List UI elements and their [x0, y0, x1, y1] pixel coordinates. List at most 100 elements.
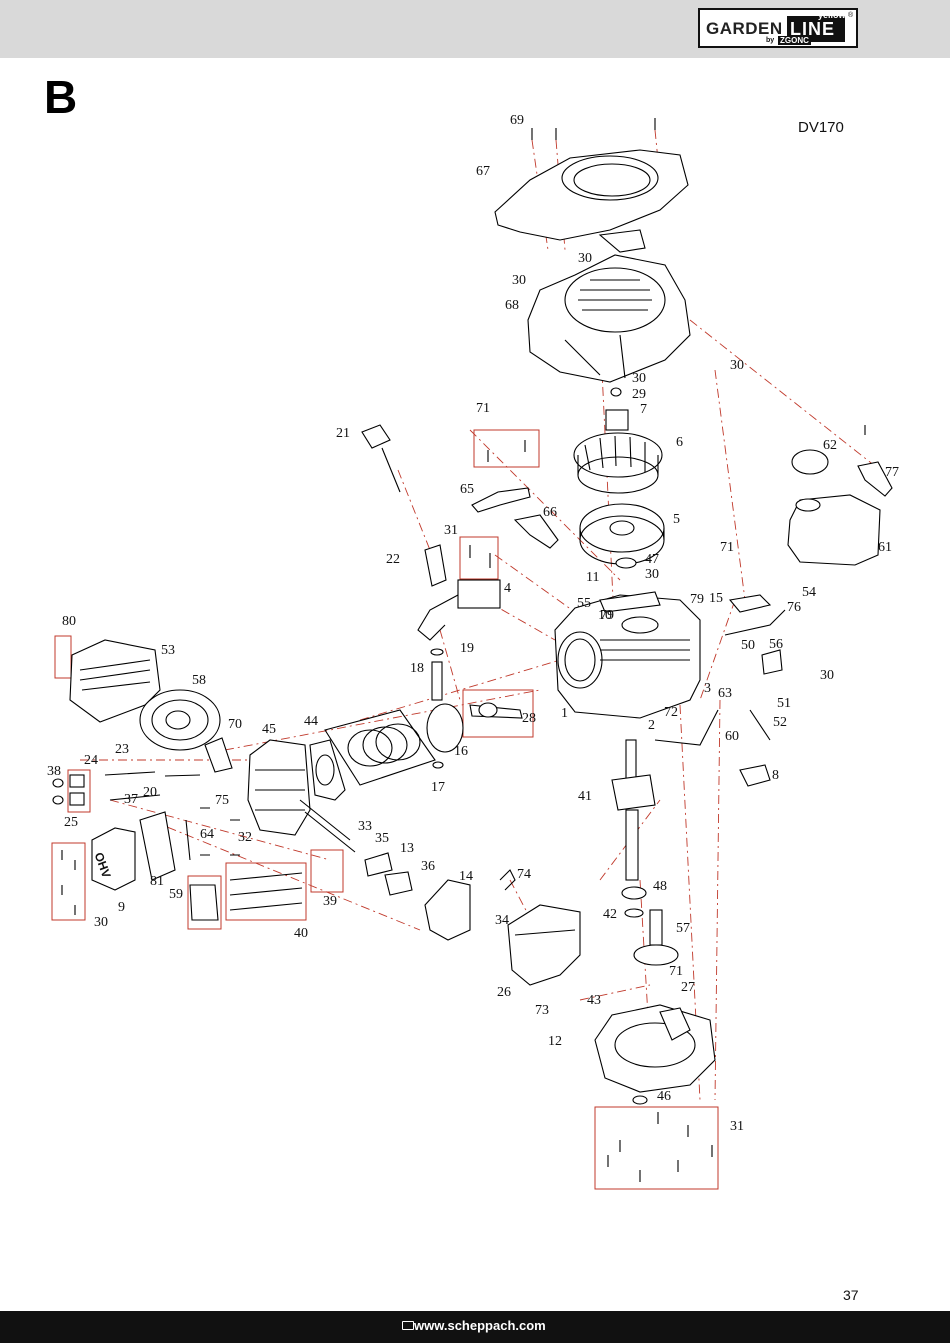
- part-label: 41: [578, 789, 592, 804]
- part-label: 81: [150, 874, 164, 889]
- model-name: DV170: [798, 119, 844, 136]
- part-label: 37: [124, 792, 138, 807]
- footer-url-text[interactable]: www.scheppach.com: [414, 1318, 546, 1333]
- part-label: 51: [777, 696, 791, 711]
- part-label: 61: [878, 540, 892, 555]
- part-label: 42: [603, 907, 617, 922]
- part-label: 28: [522, 711, 536, 726]
- part-label: 20: [143, 785, 157, 800]
- shroud-airfilter: [69, 639, 221, 751]
- part-label: 30: [645, 567, 659, 582]
- bolts: [61, 118, 866, 1182]
- part-label: 21: [336, 426, 350, 441]
- part-label: 39: [323, 894, 337, 909]
- group-boxes: [51, 429, 719, 1190]
- part-label: 18: [410, 661, 424, 676]
- part-label: 71: [720, 540, 734, 555]
- part-label: 60: [725, 729, 739, 744]
- part-label: 31: [730, 1119, 744, 1134]
- section-letter: B: [44, 71, 78, 123]
- logo-line-text: LINE: [790, 19, 836, 39]
- part-label: 59: [169, 887, 183, 902]
- part-label: 32: [238, 830, 252, 845]
- part-label: 30: [94, 915, 108, 930]
- crankcase-cover: [594, 1004, 716, 1105]
- part-label: 29: [632, 387, 646, 402]
- part-label: 69: [510, 113, 524, 128]
- part-label: 15: [709, 591, 723, 606]
- part-label: 54: [802, 585, 816, 600]
- carburetor-airbox: [364, 852, 581, 986]
- part-label: 31: [444, 523, 458, 538]
- part-label: 53: [161, 643, 175, 658]
- part-label: 30: [820, 668, 834, 683]
- part-label: 74: [517, 867, 531, 882]
- part-label: 7: [640, 402, 647, 417]
- part-label: 46: [657, 1089, 671, 1104]
- part-label: 2: [648, 718, 655, 733]
- footer-bar: [0, 1311, 950, 1343]
- part-label: 70: [228, 717, 242, 732]
- valves-pushrods: [52, 771, 356, 911]
- part-label: 9: [118, 900, 125, 915]
- part-label: 4: [504, 581, 511, 596]
- part-label: 5: [673, 512, 680, 527]
- part-label: 14: [459, 869, 473, 884]
- part-label: 67: [476, 164, 490, 179]
- part-label: 19: [460, 641, 474, 656]
- dipstick: [361, 424, 447, 587]
- part-label: 77: [885, 465, 899, 480]
- part-label: 50: [741, 638, 755, 653]
- part-label: 25: [64, 815, 78, 830]
- part-label: 22: [386, 552, 400, 567]
- part-label: 72: [664, 705, 678, 720]
- part-label: 27: [681, 980, 695, 995]
- flywheel-parts: [573, 387, 665, 569]
- part-label: 71: [669, 964, 683, 979]
- part-label: 43: [587, 993, 601, 1008]
- piston-assembly: [324, 648, 523, 786]
- misc-parts: [189, 591, 786, 921]
- part-label: 40: [294, 926, 308, 941]
- starter-cover: [494, 149, 689, 253]
- fuel-tank: [787, 449, 893, 566]
- part-labels: 69 67 30 30 68 30 30 29 7 71 6 21 65 66 …: [47, 113, 899, 1134]
- part-label: 13: [400, 841, 414, 856]
- part-label: 45: [262, 722, 276, 737]
- logo-registered-mark: ®: [848, 12, 854, 19]
- part-label: 36: [421, 859, 435, 874]
- part-label: 58: [192, 673, 206, 688]
- part-label: 55: [577, 596, 591, 611]
- part-label: 24: [84, 753, 98, 768]
- part-label: 63: [718, 686, 732, 701]
- part-label: 57: [676, 921, 690, 936]
- part-label: 62: [823, 438, 837, 453]
- cylinder-head: [204, 737, 346, 836]
- part-label: 65: [460, 482, 474, 497]
- muffler: OHV: [91, 811, 176, 891]
- camshaft: [633, 909, 679, 966]
- exploded-parts-diagram: OHV 69 67 30 3: [47, 113, 899, 1190]
- footer-url[interactable]: www.scheppach.com: [400, 1318, 546, 1333]
- part-label: 3: [704, 681, 711, 696]
- part-label: 66: [543, 505, 557, 520]
- part-label: 79: [600, 608, 614, 623]
- part-label: 30: [632, 371, 646, 386]
- part-label: 12: [548, 1034, 562, 1049]
- logo-by-text: by: [766, 37, 775, 44]
- page-number: 37: [843, 1287, 859, 1303]
- crankcase: [554, 594, 701, 719]
- part-label: 16: [454, 744, 468, 759]
- brand-logo: GARDEN LINE yellow ® by ZGONC: [698, 8, 858, 48]
- leader-lines: [80, 129, 881, 1101]
- part-label: 79: [690, 592, 704, 607]
- part-label: 30: [578, 251, 592, 266]
- part-label: 1: [561, 706, 568, 721]
- part-label: 30: [512, 273, 526, 288]
- crankshaft: [611, 739, 656, 918]
- ignition-coil: [417, 579, 501, 641]
- fan-housing: [527, 254, 691, 383]
- part-label: 76: [787, 600, 801, 615]
- part-label: 71: [476, 401, 490, 416]
- part-label: 33: [358, 819, 372, 834]
